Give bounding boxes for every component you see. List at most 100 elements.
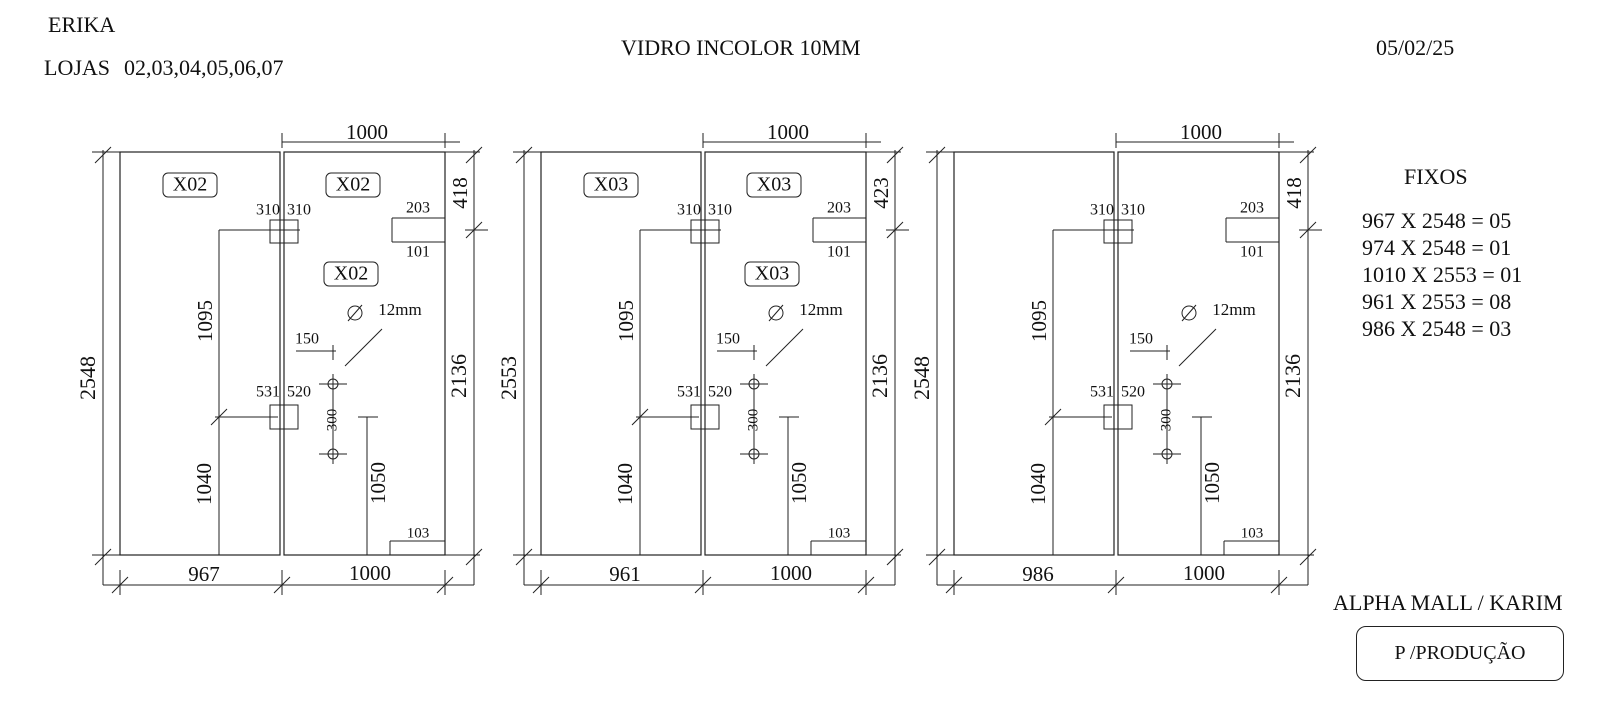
glass-panel-right bbox=[704, 151, 867, 556]
dimension-tick bbox=[886, 221, 904, 239]
right-height-label: 2136 bbox=[867, 354, 892, 398]
lock-top-label: 203 bbox=[827, 200, 851, 217]
hinge-top-left-label: 310 bbox=[677, 202, 701, 219]
fixos-title: FIXOS bbox=[1404, 164, 1468, 189]
dimension-tick bbox=[465, 548, 483, 566]
inner-height-label: 1050 bbox=[366, 462, 390, 504]
left-lower-height-label: 1040 bbox=[1026, 463, 1050, 505]
fixos-item: 967 X 2548 = 05 bbox=[1362, 208, 1512, 233]
top-width-label: 1000 bbox=[767, 120, 809, 144]
dimension-tick bbox=[465, 221, 483, 239]
hinge-top-right-label: 310 bbox=[1121, 202, 1145, 219]
drawing-date: 05/02/25 bbox=[1376, 35, 1455, 60]
glass-panel-left bbox=[540, 151, 702, 556]
hole-diameter-label: 12mm bbox=[1212, 300, 1255, 319]
item-tag: X03 bbox=[594, 174, 628, 196]
lock-bottom-label: 101 bbox=[406, 244, 430, 261]
height-total-label: 2548 bbox=[75, 356, 100, 400]
item-tag: X03 bbox=[755, 263, 789, 285]
hole-offset-label: 150 bbox=[1129, 331, 1153, 348]
hole-offset-label: 150 bbox=[295, 331, 319, 348]
dimension-tick bbox=[94, 548, 112, 566]
dimension-tick bbox=[436, 576, 454, 594]
item-tag: X03 bbox=[757, 174, 791, 196]
hole-spacing-label: 300 bbox=[324, 409, 340, 432]
dimension-tick bbox=[857, 576, 875, 594]
item-tag: X02 bbox=[173, 174, 207, 196]
top-offset-label: 418 bbox=[1282, 177, 1306, 209]
top-width-label: 1000 bbox=[1180, 120, 1222, 144]
hinge-bottom-right-label: 520 bbox=[1121, 384, 1145, 401]
dimension-line bbox=[344, 328, 383, 367]
glass-panel-right bbox=[1117, 151, 1280, 556]
hinge-top-right-label: 310 bbox=[708, 202, 732, 219]
left-upper-height-label: 1095 bbox=[193, 300, 217, 342]
corner-notch-label: 103 bbox=[1241, 525, 1264, 541]
item-tag-box bbox=[323, 261, 379, 287]
dimension-tick bbox=[694, 576, 712, 594]
dimension-tick bbox=[273, 576, 291, 594]
dimension-tick bbox=[94, 146, 112, 164]
hole-diameter-label: 12mm bbox=[378, 300, 421, 319]
client-name: ERIKA bbox=[48, 12, 116, 37]
hole-diameter-label: 12mm bbox=[799, 300, 842, 319]
glass-panel-left bbox=[119, 151, 281, 556]
dimension-tick bbox=[111, 576, 129, 594]
dimension-tick bbox=[1107, 576, 1125, 594]
hole-spacing-label: 300 bbox=[745, 409, 761, 432]
left-lower-height-label: 1040 bbox=[613, 463, 637, 505]
dimension-line bbox=[1181, 304, 1197, 322]
bottom-right-width-label: 1000 bbox=[1183, 561, 1225, 585]
item-tag-box bbox=[744, 261, 800, 287]
hinge-cutout-bottom bbox=[1103, 404, 1133, 430]
hinge-cutout-top bbox=[690, 219, 720, 244]
item-tag-box bbox=[746, 172, 802, 198]
dimension-tick bbox=[928, 146, 946, 164]
dimension-tick bbox=[210, 408, 228, 426]
drawing-title: VIDRO INCOLOR 10MM bbox=[621, 35, 861, 60]
dimension-tick bbox=[465, 146, 483, 164]
hinge-cutout-top bbox=[1103, 219, 1133, 244]
diameter-icon bbox=[347, 305, 363, 321]
dimension-tick bbox=[886, 548, 904, 566]
dimension-tick bbox=[1044, 408, 1062, 426]
hole-offset-label: 150 bbox=[716, 331, 740, 348]
dimension-tick bbox=[532, 576, 550, 594]
inner-height-label: 1050 bbox=[1200, 462, 1224, 504]
dimension-line bbox=[1178, 328, 1217, 367]
right-height-label: 2136 bbox=[446, 354, 471, 398]
dimension-tick bbox=[886, 146, 904, 164]
left-upper-height-label: 1095 bbox=[1027, 300, 1051, 342]
item-tag: X02 bbox=[336, 174, 370, 196]
hinge-cutout-top bbox=[269, 219, 299, 244]
height-total-label: 2548 bbox=[909, 356, 934, 400]
item-tag-box bbox=[162, 172, 218, 198]
height-total-label: 2553 bbox=[496, 356, 521, 400]
hinge-top-right-label: 310 bbox=[287, 202, 311, 219]
dimension-tick bbox=[1299, 548, 1317, 566]
bottom-left-width-label: 961 bbox=[609, 562, 641, 586]
dimension-tick bbox=[515, 548, 533, 566]
fixos-list: 967 X 2548 = 05 974 X 2548 = 01 1010 X 2… bbox=[1362, 207, 1522, 342]
top-offset-label: 423 bbox=[869, 177, 893, 209]
corner-notch-label: 103 bbox=[828, 525, 851, 541]
bottom-left-width-label: 967 bbox=[188, 562, 220, 586]
glass-panel-right bbox=[283, 151, 446, 556]
bottom-right-width-label: 1000 bbox=[770, 561, 812, 585]
top-width-label: 1000 bbox=[346, 120, 388, 144]
hinge-bottom-left-label: 531 bbox=[256, 384, 280, 401]
left-lower-height-label: 1040 bbox=[192, 463, 216, 505]
dimension-tick bbox=[945, 576, 963, 594]
dimension-line bbox=[768, 304, 784, 322]
hinge-top-left-label: 310 bbox=[1090, 202, 1114, 219]
dimension-tick bbox=[515, 146, 533, 164]
fixos-item: 961 X 2553 = 08 bbox=[1362, 289, 1512, 314]
left-upper-height-label: 1095 bbox=[614, 300, 638, 342]
bottom-right-width-label: 1000 bbox=[349, 561, 391, 585]
corner-notch-label: 103 bbox=[407, 525, 430, 541]
hinge-cutout-bottom bbox=[269, 404, 299, 430]
fixos-item: 974 X 2548 = 01 bbox=[1362, 235, 1512, 260]
